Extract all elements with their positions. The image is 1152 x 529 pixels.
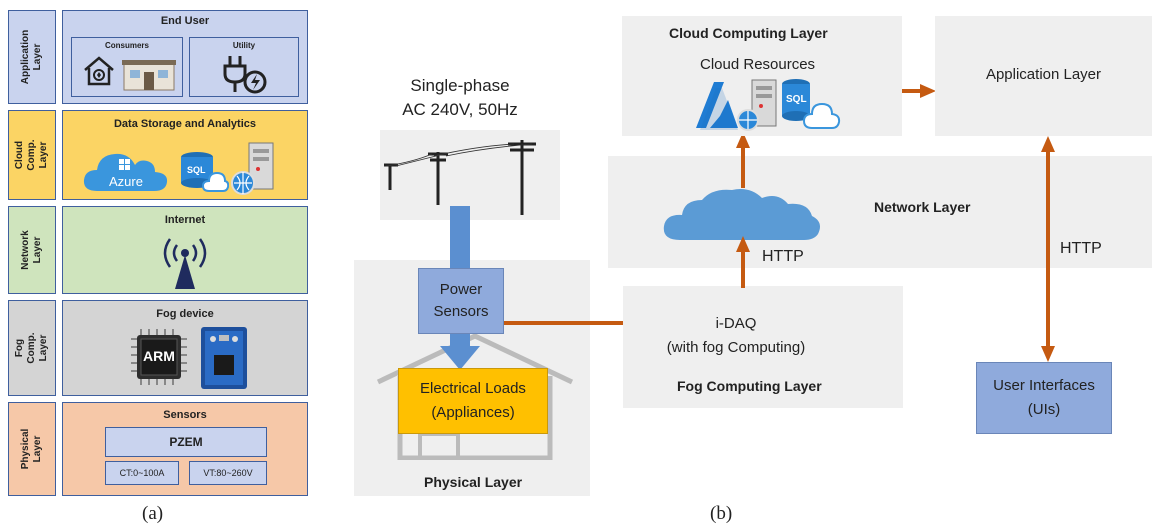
cloud-comp-layer-side: Cloud Comp. Layer [8, 110, 56, 200]
internet-title: Internet [164, 214, 206, 226]
idaq-line-1: i-DAQ [715, 315, 757, 332]
fog-comp-layer-side: Fog Comp. Layer [8, 300, 56, 396]
end-user-title: End User [160, 15, 210, 27]
power-sensors-line-2: Sensors [433, 303, 489, 320]
power-sensors-box[interactable]: Power Sensors [418, 268, 504, 334]
panel-a: Application Layer End User Consumers Uti… [0, 0, 320, 524]
supply-line-2: AC 240V, 50Hz [402, 100, 518, 119]
sql-label: SQL [187, 165, 206, 175]
data-storage-box: Data Storage and Analytics Azure SQL [62, 110, 308, 200]
end-user-box: End User Consumers Utility [62, 10, 308, 104]
electrical-loads-line-2: (Appliances) [431, 404, 515, 421]
network-layer-side: Network Layer [8, 206, 56, 294]
cloud-resources-icons [696, 79, 841, 131]
sensors-box: Sensors PZEM CT:0~100A VT:80~260V [62, 402, 308, 496]
sensors-title: Sensors [163, 409, 207, 421]
physical-layer-label-b: Physical Layer [424, 474, 523, 490]
sql-database-icon [181, 152, 229, 192]
application-layer-label-b: Application Layer [985, 66, 1102, 83]
http-left-label: HTTP [762, 248, 804, 265]
azure-label: Azure [109, 174, 143, 189]
network-layer-label: Network Layer [20, 230, 43, 270]
server-globe-icon [231, 142, 274, 195]
pzem-label: PZEM [169, 435, 203, 449]
fog-comp-layer-label: Fog Comp. Layer [14, 332, 49, 364]
pzem-box: PZEM [105, 427, 267, 457]
idaq-line-2: (with fog Computing) [666, 339, 806, 356]
ct-box: CT:0~100A [105, 461, 179, 485]
http-right-label: HTTP [1060, 240, 1102, 257]
physical-layer-side: Physical Layer [8, 402, 56, 496]
fog-computing-layer-label: Fog Computing Layer [677, 378, 822, 394]
physical-layer-label: Physical Layer [20, 428, 43, 470]
user-interfaces-line-2: (UIs) [1027, 401, 1061, 418]
network-layer-label-b: Network Layer [874, 199, 971, 215]
cloud-computing-layer-label: Cloud Computing Layer [669, 25, 828, 41]
idaq-to-network-arrow [736, 236, 750, 288]
antenna-icon [163, 238, 207, 289]
arm-label: ARM [143, 348, 175, 364]
network-to-cloud-arrow [736, 132, 750, 188]
power-line-icon [384, 140, 536, 215]
application-layer-side: Application Layer [8, 10, 56, 104]
consumers-box: Consumers [71, 37, 183, 97]
consumers-label: Consumers [104, 41, 149, 50]
user-interfaces-box[interactable]: User Interfaces (UIs) [976, 362, 1112, 434]
network-cloud-icon [663, 189, 820, 240]
caption-a: (a) [142, 503, 164, 524]
power-sensors-line-1: Power [439, 281, 483, 298]
cloud-resources-label: Cloud Resources [700, 56, 816, 73]
internet-box: Internet [62, 206, 308, 294]
panel-b: Single-phase AC 240V, 50Hz Physical Laye… [330, 0, 1152, 529]
cloud-to-app-arrow [902, 84, 936, 98]
data-storage-title: Data Storage and Analytics [113, 118, 257, 130]
application-layer-label: Application Layer [20, 29, 44, 85]
fog-device-title: Fog device [156, 308, 214, 320]
fog-device-box: Fog device ARM [62, 300, 308, 396]
azure-cloud-icon [83, 153, 168, 191]
utility-label: Utility [232, 41, 256, 50]
application-layer-box [935, 16, 1152, 136]
fog-board-icon [201, 327, 247, 389]
electrical-loads-box[interactable]: Electrical Loads (Appliances) [398, 368, 548, 434]
plug-icon [223, 56, 267, 94]
cloud-sql-label: SQL [786, 94, 807, 105]
user-interfaces-line-1: User Interfaces [993, 377, 1095, 394]
ct-label: CT:0~100A [119, 468, 165, 478]
vt-label: VT:80~260V [203, 468, 253, 478]
cloud-comp-layer-label: Cloud Comp. Layer [14, 139, 49, 171]
fog-computing-box [623, 286, 903, 408]
caption-b: (b) [710, 503, 733, 524]
utility-box: Utility [189, 37, 299, 97]
vt-box: VT:80~260V [189, 461, 267, 485]
building-icon [122, 60, 176, 91]
supply-text: Single-phase AC 240V, 50Hz [380, 74, 540, 122]
supply-line-1: Single-phase [410, 76, 510, 95]
house-icon [84, 56, 114, 86]
arm-chip-icon [131, 329, 187, 385]
app-ui-arrow [1041, 136, 1055, 362]
electrical-loads-line-1: Electrical Loads [420, 380, 526, 397]
idaq-label: i-DAQ (with fog Computing) [630, 312, 842, 360]
